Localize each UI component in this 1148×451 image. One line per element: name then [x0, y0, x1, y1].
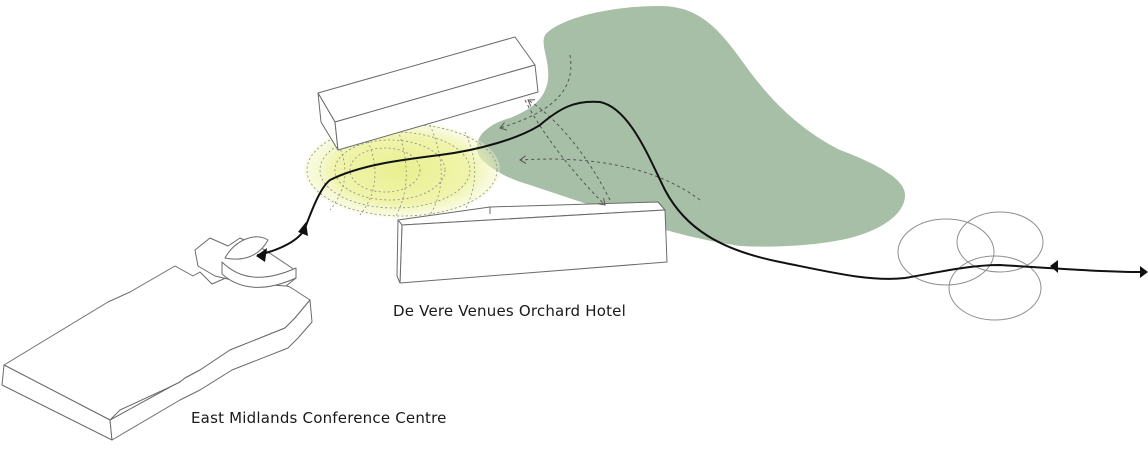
hotel-label: De Vere Venues Orchard Hotel	[393, 302, 626, 320]
interlocking-circles	[897, 211, 1044, 321]
main-route-line	[257, 100, 1146, 280]
conference-centre-building	[1, 236, 313, 441]
dashed-circulation-arrows	[500, 54, 701, 205]
green-park-area	[476, 6, 905, 247]
conference-centre-label: East Midlands Conference Centre	[191, 409, 447, 427]
yellow-zone-dotted-rings	[306, 121, 498, 219]
upper-block-building	[317, 36, 539, 151]
hotel-building	[396, 201, 668, 284]
route-arrowheads	[256, 222, 1148, 278]
